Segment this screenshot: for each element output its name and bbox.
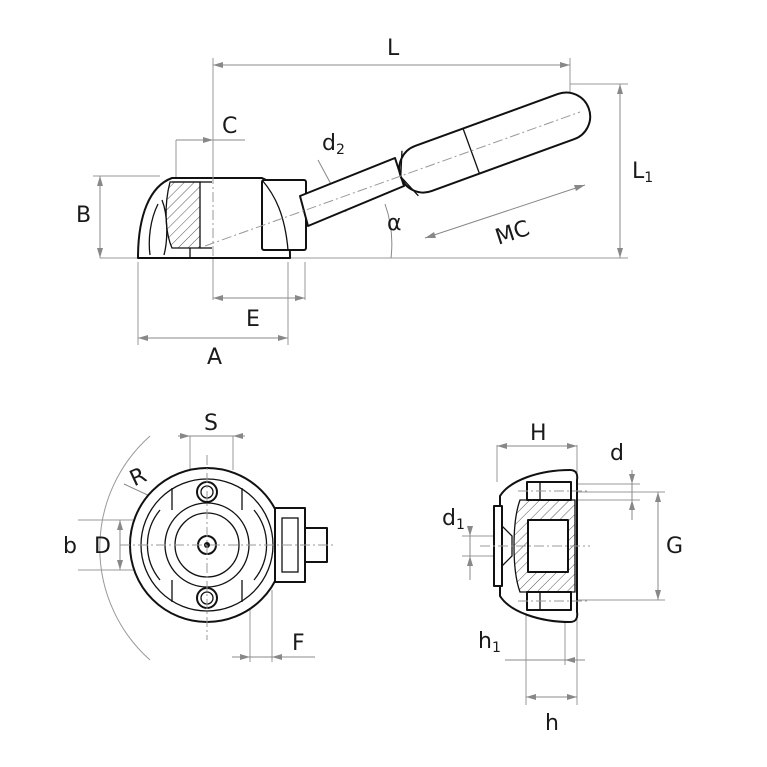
- label-E: E: [246, 307, 260, 332]
- label-L1: L1: [632, 159, 653, 186]
- label-d2: d2: [322, 131, 345, 158]
- front-view: [78, 433, 335, 662]
- label-G: G: [666, 534, 683, 559]
- label-R: R: [126, 463, 150, 492]
- label-alpha: α: [387, 211, 402, 236]
- label-d: d: [610, 441, 624, 466]
- label-F: F: [292, 631, 305, 656]
- label-d1: d1: [442, 506, 465, 533]
- side-view: [93, 58, 628, 345]
- label-D: D: [94, 534, 111, 559]
- label-A: A: [207, 345, 222, 370]
- label-L: L: [387, 36, 400, 61]
- label-b: b: [63, 534, 77, 559]
- label-H: H: [530, 421, 547, 446]
- label-h1: h1: [478, 629, 501, 656]
- label-C: C: [222, 114, 237, 139]
- label-h: h: [545, 711, 559, 736]
- section-view: [462, 443, 665, 705]
- label-B: B: [76, 203, 91, 228]
- label-S: S: [204, 411, 218, 436]
- label-MC: MC: [492, 216, 532, 250]
